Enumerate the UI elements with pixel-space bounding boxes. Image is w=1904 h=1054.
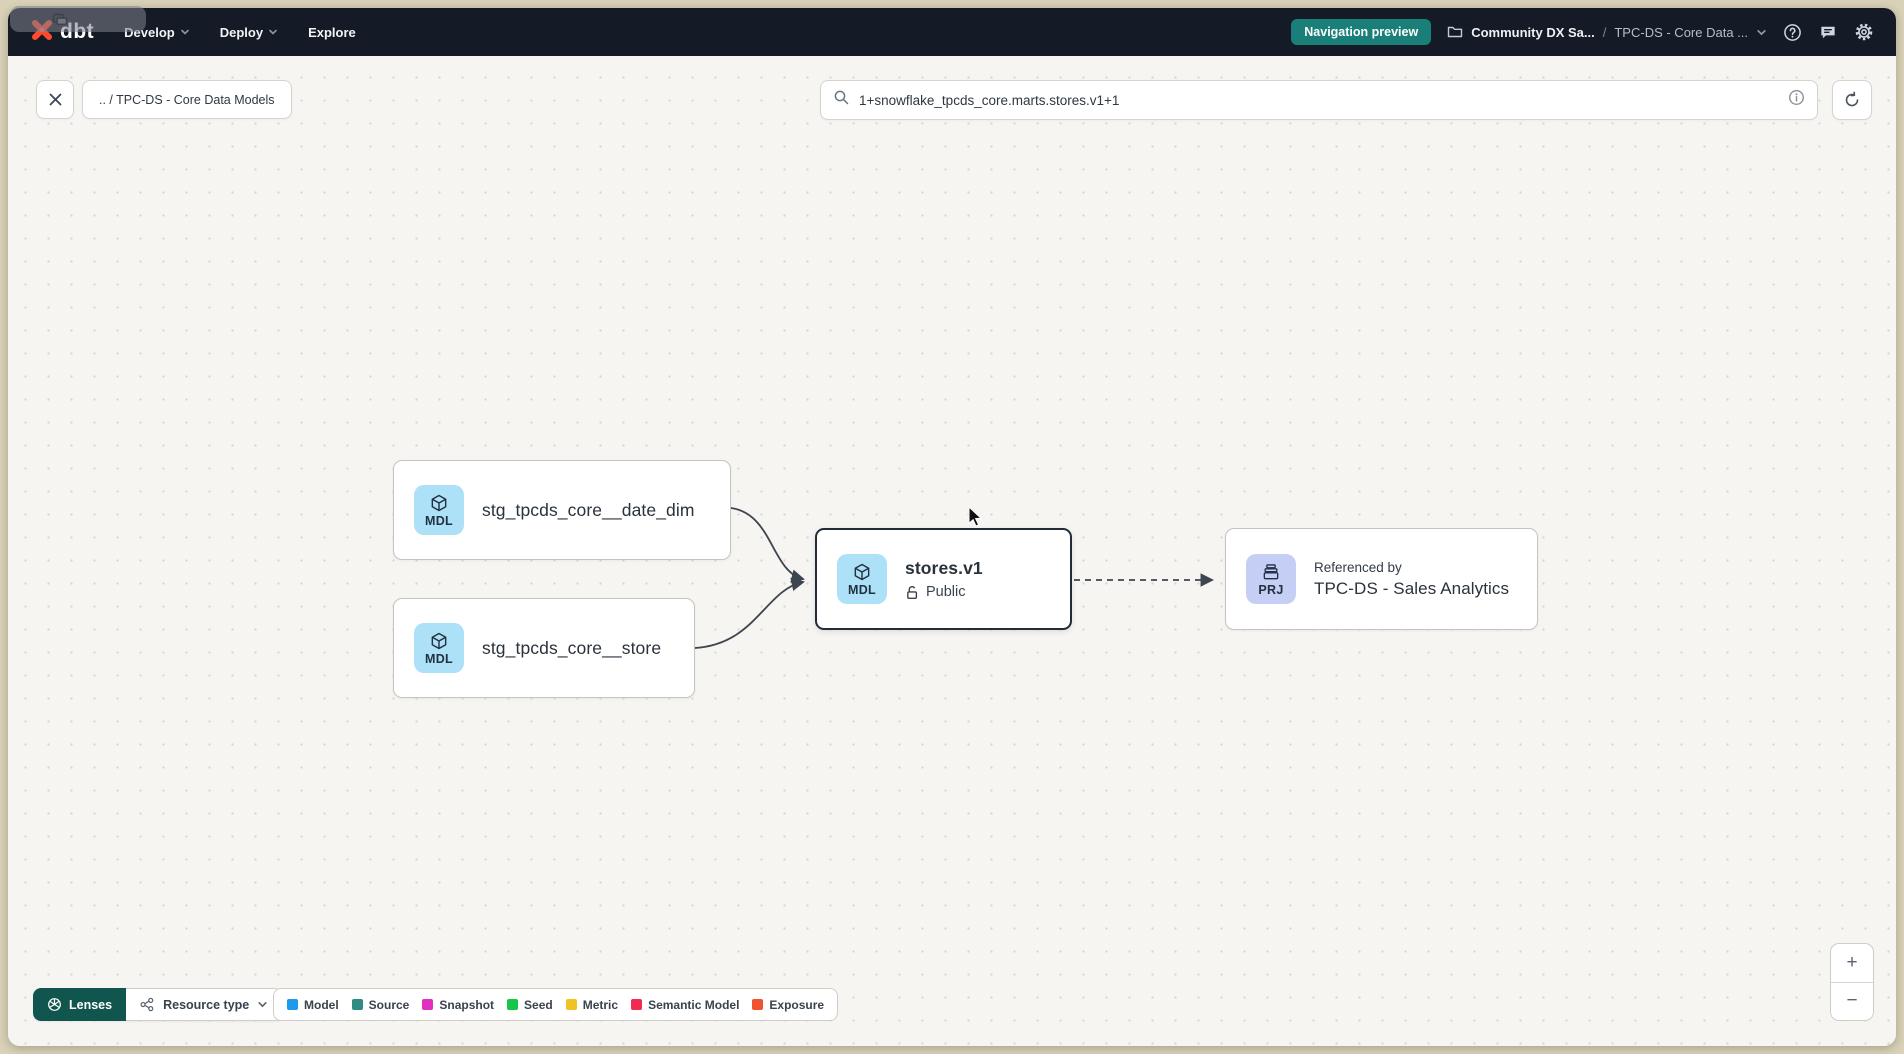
close-icon xyxy=(49,93,61,106)
close-lineage-button[interactable] xyxy=(36,80,74,119)
refresh-lineage-button[interactable] xyxy=(1832,80,1872,120)
resource-type-tag: MDL xyxy=(848,582,876,597)
top-nav: dbt Develop Deploy Explore Navigation pr… xyxy=(8,8,1896,56)
selector-search-input[interactable] xyxy=(859,92,1779,108)
node-referenced-by-sales-analytics[interactable]: PRJ Referenced by TPC-DS - Sales Analyti… xyxy=(1225,528,1538,630)
legend-label: Metric xyxy=(582,997,619,1012)
legend-swatch xyxy=(631,999,643,1010)
referenced-by-label: Referenced by xyxy=(1314,559,1402,575)
node-stg-tpcds-core-date-dim[interactable]: MDL stg_tpcds_core__date_dim xyxy=(393,460,731,560)
lineage-breadcrumb-label: .. / TPC-DS - Core Data Models xyxy=(99,92,275,107)
lenses-label: Lenses xyxy=(69,997,113,1012)
resource-type-dropdown[interactable]: Resource type xyxy=(126,988,283,1021)
node-label: stg_tpcds_core__date_dim xyxy=(482,499,695,520)
project-archive-icon xyxy=(1263,563,1279,579)
lineage-breadcrumb-chip[interactable]: .. / TPC-DS - Core Data Models xyxy=(82,80,292,119)
access-label: Public xyxy=(926,584,966,600)
project-badge: PRJ xyxy=(1246,554,1296,604)
refresh-icon xyxy=(1845,91,1859,107)
resource-type-label: Resource type xyxy=(163,997,250,1012)
lens-aperture-icon xyxy=(48,998,61,1011)
resource-type-legend: Model Source Snapshot Seed Metric Semant… xyxy=(273,988,839,1021)
legend-swatch xyxy=(752,999,764,1010)
public-open-lock-icon xyxy=(907,585,918,599)
access-row: Public xyxy=(905,584,983,600)
nav-menu-explore[interactable]: Explore xyxy=(308,25,356,40)
model-badge: MDL xyxy=(837,554,887,604)
zoom-divider xyxy=(1831,981,1873,983)
legend-item-seed: Seed xyxy=(507,998,553,1012)
node-label: stg_tpcds_core__store xyxy=(482,637,662,658)
chevron-down-icon[interactable] xyxy=(1756,27,1767,38)
node-stg-tpcds-core-store[interactable]: MDL stg_tpcds_core__store xyxy=(393,598,695,698)
legend-swatch xyxy=(565,999,577,1010)
resource-type-tag: MDL xyxy=(425,651,453,666)
legend-label: Snapshot xyxy=(439,997,495,1012)
cube-icon xyxy=(431,632,447,649)
nav-menu-deploy[interactable]: Deploy xyxy=(220,25,278,40)
chevron-down-icon xyxy=(258,1002,267,1008)
help-icon[interactable] xyxy=(1783,23,1802,42)
lineage-search-bar xyxy=(820,80,1818,120)
app-window: dbt Develop Deploy Explore Navigation pr… xyxy=(8,8,1896,1046)
legend-label: Seed xyxy=(524,997,553,1012)
legend-label: Source xyxy=(368,997,410,1012)
legend-swatch xyxy=(351,999,363,1010)
breadcrumb-account[interactable]: Community DX Sa... xyxy=(1471,24,1595,40)
settings-gear-icon[interactable] xyxy=(1854,22,1874,42)
legend-item-metric: Metric xyxy=(565,997,619,1012)
nav-menu-deploy-label: Deploy xyxy=(219,24,264,40)
legend-swatch xyxy=(422,999,434,1010)
lenses-button[interactable]: Lenses xyxy=(33,988,127,1021)
info-icon[interactable] xyxy=(1788,89,1805,111)
legend-item-semantic-model: Semantic Model xyxy=(631,998,739,1012)
resource-type-nodes-icon xyxy=(140,997,154,1012)
legend-label: Semantic Model xyxy=(648,997,740,1012)
resource-type-tag: MDL xyxy=(425,513,453,528)
navigation-preview-badge[interactable]: Navigation preview xyxy=(1291,19,1432,45)
node-label: TPC-DS - Sales Analytics xyxy=(1314,578,1510,598)
legend-item-snapshot: Snapshot xyxy=(422,998,494,1012)
breadcrumb-separator: / xyxy=(1602,24,1607,40)
legend-swatch xyxy=(287,999,298,1010)
lenses-control-group: Lenses Resource type xyxy=(33,988,283,1021)
legend-item-source: Source xyxy=(351,997,410,1012)
model-badge: MDL xyxy=(414,485,464,535)
window-icon xyxy=(52,13,68,25)
breadcrumb-project[interactable]: TPC-DS - Core Data ... xyxy=(1614,24,1748,40)
node-label: stores.v1 xyxy=(905,558,983,578)
zoom-out-button[interactable]: − xyxy=(1831,983,1873,1021)
cube-icon xyxy=(431,494,447,511)
resource-type-tag: PRJ xyxy=(1258,582,1284,597)
account-breadcrumb: Community DX Sa... / TPC-DS - Core Data … xyxy=(1447,25,1767,40)
model-badge: MDL xyxy=(414,623,464,673)
folder-icon xyxy=(1447,25,1463,39)
legend-item-exposure: Exposure xyxy=(752,998,824,1012)
lineage-canvas[interactable] xyxy=(8,56,1896,1046)
feedback-icon[interactable] xyxy=(1818,23,1838,42)
chevron-down-icon xyxy=(268,25,278,40)
zoom-in-button[interactable]: + xyxy=(1831,944,1873,982)
legend-label: Exposure xyxy=(769,997,825,1012)
node-stores-v1-selected[interactable]: MDL stores.v1 Public xyxy=(815,528,1072,630)
screen-overlay-pill xyxy=(10,6,146,32)
legend-label: Model xyxy=(304,997,339,1012)
nav-menu-explore-label: Explore xyxy=(308,24,356,40)
zoom-controls: + − xyxy=(1830,943,1874,1021)
cube-icon xyxy=(854,563,870,580)
chevron-down-icon xyxy=(180,25,190,40)
legend-swatch xyxy=(507,999,519,1010)
legend-item-model: Model xyxy=(287,998,339,1012)
search-icon xyxy=(833,89,850,111)
